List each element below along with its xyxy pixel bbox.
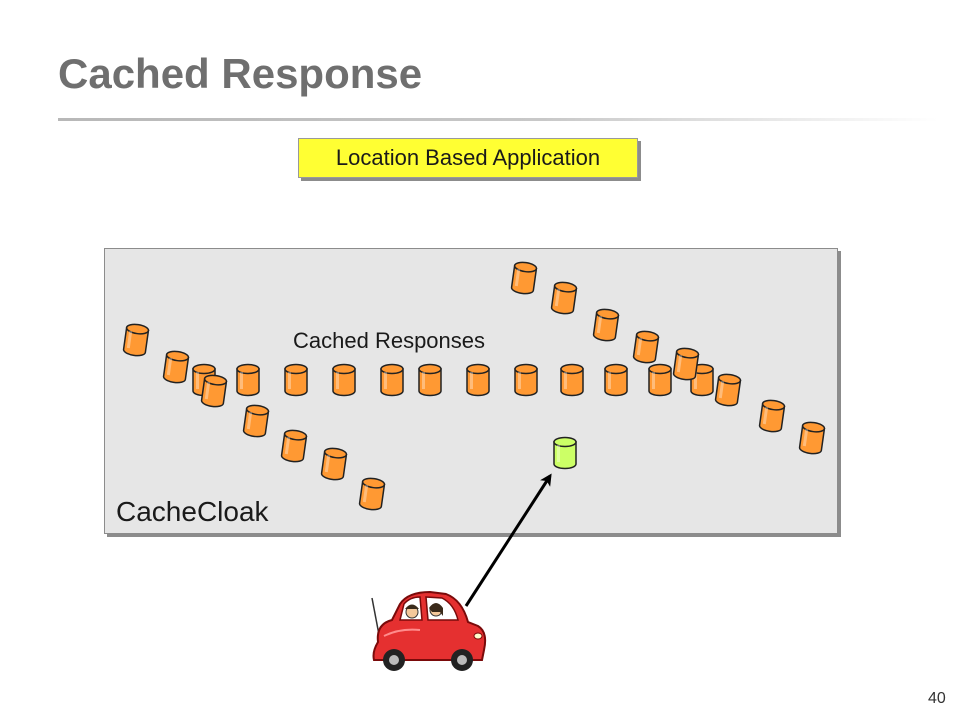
- cache-cylinder-icon: [284, 363, 308, 397]
- requested-cylinder-icon: [553, 436, 577, 470]
- cache-cylinder-icon: [122, 323, 150, 357]
- cache-cylinder-icon: [466, 363, 490, 397]
- cache-cylinder-icon: [242, 404, 270, 438]
- cache-cylinder-icon: [672, 347, 700, 381]
- cache-cylinder-icon: [648, 363, 672, 397]
- cache-cylinder-icon: [358, 477, 386, 511]
- cache-cylinder-icon: [550, 281, 578, 315]
- application-label: Location Based Application: [335, 145, 601, 170]
- cache-cylinder-icon: [714, 373, 742, 407]
- cached-response-cylinders: [122, 261, 826, 511]
- cache-cylinder-icon: [236, 363, 260, 397]
- cache-cylinder-icon: [758, 399, 786, 433]
- request-arrow: [464, 473, 552, 607]
- cache-cylinder-icon: [510, 261, 538, 295]
- location-based-application-box: Location Based Application: [298, 138, 638, 178]
- cache-cylinder-icon: [280, 429, 308, 463]
- cache-cylinder-icon: [592, 308, 620, 342]
- slide-title: Cached Response: [58, 50, 423, 97]
- cache-cylinder-icon: [162, 350, 190, 384]
- cache-cylinder-icon: [200, 374, 228, 408]
- title-divider: [58, 118, 938, 121]
- cache-cylinder-icon: [632, 330, 660, 364]
- cached-responses-label: Cached Responses: [293, 328, 486, 353]
- cache-cylinder-icon: [798, 421, 826, 455]
- cache-cylinder-icon: [418, 363, 442, 397]
- cache-cylinder-icon: [514, 363, 538, 397]
- cache-cylinder-icon: [332, 363, 356, 397]
- cachecloak-label: CacheCloak: [116, 496, 269, 527]
- cache-cylinder-icon: [380, 363, 404, 397]
- page-number: 40: [928, 690, 946, 707]
- cache-cylinder-icon: [560, 363, 584, 397]
- cache-cylinder-icon: [320, 447, 348, 481]
- car-icon: [371, 590, 487, 671]
- requested-response-icon: [553, 436, 577, 470]
- cache-cylinder-icon: [604, 363, 628, 397]
